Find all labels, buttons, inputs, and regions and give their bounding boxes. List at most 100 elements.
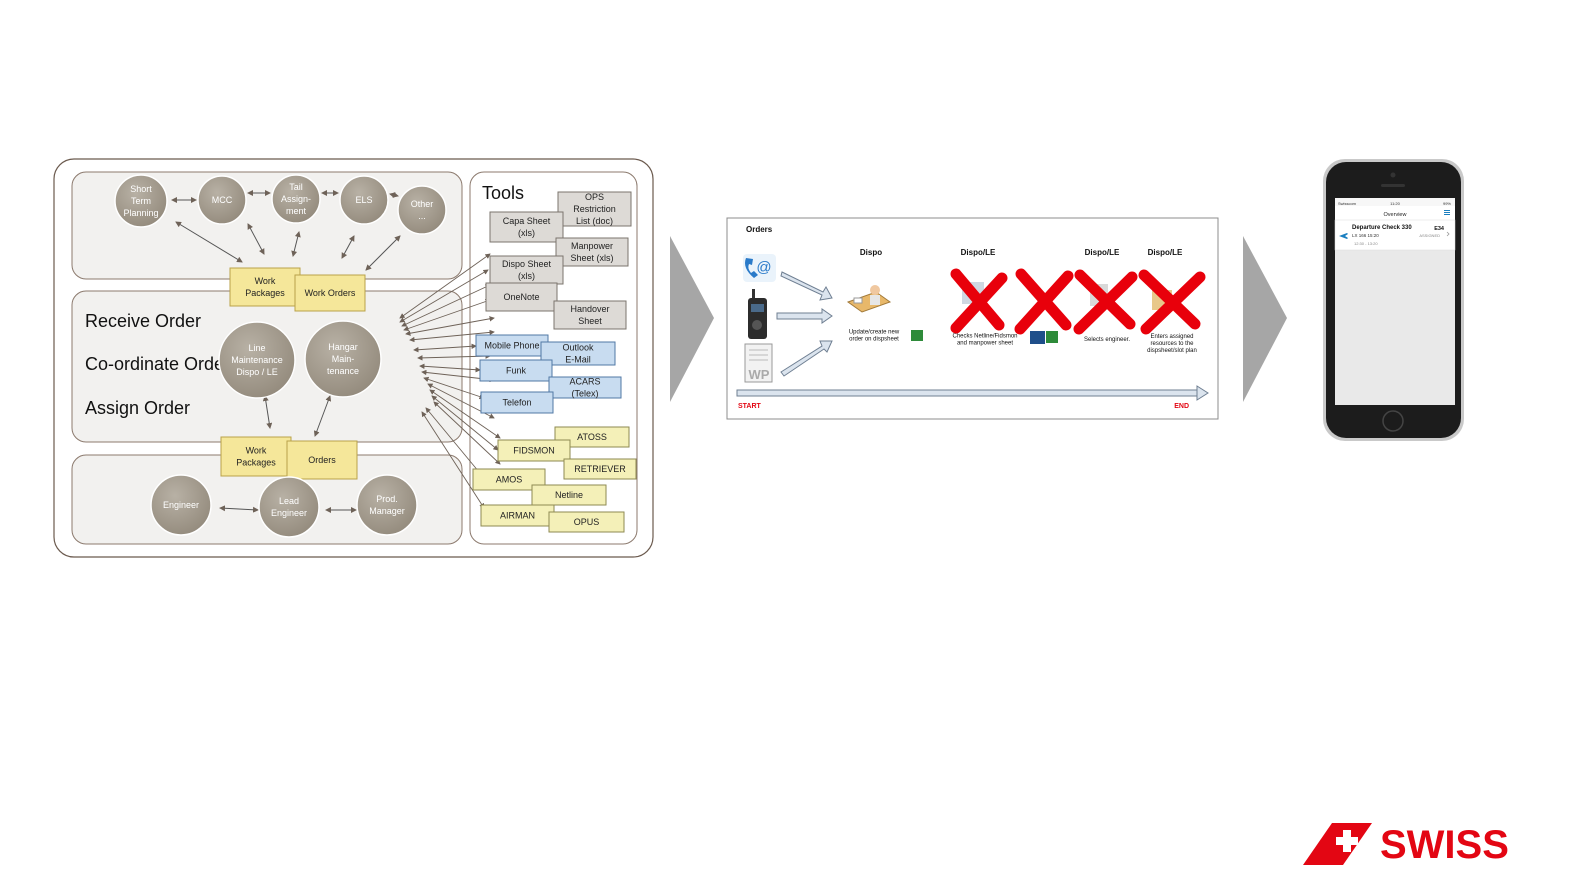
input-arrow-3 xyxy=(780,340,833,377)
tool-yellow-4-label: AMOS xyxy=(496,475,523,485)
tool-gray-3 xyxy=(555,237,629,267)
timeline-start-label: START xyxy=(738,403,762,410)
process-caption-3: Selects engineer. xyxy=(1084,337,1130,343)
tool-yellow-6-label: AIRMAN xyxy=(500,511,535,521)
tool-yellow-3-label: RETRIEVER xyxy=(574,464,626,474)
excel-icon-2 xyxy=(1046,331,1058,343)
tool-yellow-5 xyxy=(531,484,607,506)
mid-circle-2 xyxy=(304,320,382,398)
tool-blue-4-label: ACARS(Telex) xyxy=(569,377,600,399)
status-battery: 99% xyxy=(1443,201,1451,206)
tool-blue-4 xyxy=(548,376,622,399)
role-label-3: Assign Order xyxy=(85,398,190,418)
dispatcher-desk-icon xyxy=(846,285,892,313)
tool-gray-5-label: OneNote xyxy=(503,292,539,302)
tool-gray-2 xyxy=(489,211,564,243)
tool-blue-3 xyxy=(479,359,553,382)
tool-blue-1-label: Mobile Phone xyxy=(484,341,539,351)
plane-icon xyxy=(1339,233,1348,239)
tool-yellow-3 xyxy=(563,458,637,480)
bottom-circle-2 xyxy=(258,476,320,538)
excel-icon-1 xyxy=(911,330,923,341)
bottom-box-2-label: Orders xyxy=(308,455,336,465)
top-circle-5 xyxy=(397,185,447,235)
home-button xyxy=(1382,410,1404,432)
tool-blue-5 xyxy=(480,391,554,414)
flow-chevron-1 xyxy=(670,236,714,402)
status-carrier: Swisscom xyxy=(1338,201,1357,206)
radio-icon xyxy=(748,289,767,339)
top-circle-5-label: Other... xyxy=(411,199,434,221)
bottom-circle-3-label: Prod.Manager xyxy=(369,494,405,516)
cross-mark-4 xyxy=(1138,269,1206,335)
top-circle-1 xyxy=(114,174,168,228)
tool-yellow-2 xyxy=(497,439,571,462)
bottom-circle-1 xyxy=(150,474,212,536)
task-title[interactable]: Departure Check 330 xyxy=(1352,225,1412,231)
input-arrow-2 xyxy=(776,308,833,324)
tool-gray-4-label: Dispo Sheet(xls) xyxy=(502,259,552,281)
tool-yellow-1-label: ATOSS xyxy=(577,432,607,442)
tool-yellow-2-label: FIDSMON xyxy=(513,446,555,456)
flow-chevron-2 xyxy=(1243,236,1287,402)
bottom-circle-3 xyxy=(356,474,418,536)
swiss-wordmark: SWISS xyxy=(1380,823,1509,867)
bottom-box-1 xyxy=(220,436,292,477)
timeline-end-label: END xyxy=(1174,403,1189,410)
smartphone-mockup xyxy=(1323,159,1464,441)
svg-text:@: @ xyxy=(756,259,771,276)
tool-yellow-7 xyxy=(548,511,625,533)
work-package-icon: WP xyxy=(744,343,773,383)
tools-title: Tools xyxy=(482,183,524,203)
cross-mark-2 xyxy=(1014,268,1074,335)
mid-circle-1 xyxy=(218,321,296,399)
tool-blue-5-label: Telefon xyxy=(502,398,531,408)
outlook-icon xyxy=(1030,331,1045,344)
top-circle-4-label: ELS xyxy=(355,195,372,205)
process-column-2: Dispo/LE xyxy=(961,248,996,257)
tool-yellow-1 xyxy=(554,426,630,448)
chevron-right-icon xyxy=(1446,231,1450,237)
top-box-2-label: Work Orders xyxy=(305,288,356,298)
bottom-box-2 xyxy=(286,440,358,480)
role-label-1: Receive Order xyxy=(85,311,201,331)
task-times: 12:30 - 13:20 xyxy=(1354,241,1378,246)
tool-yellow-5-label: Netline xyxy=(555,490,583,500)
input-arrow-1 xyxy=(780,271,833,301)
tool-gray-5 xyxy=(485,282,558,312)
cross-mark-3 xyxy=(1073,269,1138,335)
top-circle-2 xyxy=(197,175,247,225)
tool-yellow-7-label: OPUS xyxy=(574,517,600,527)
svg-text:WP: WP xyxy=(749,367,770,382)
phone-header-title: Overview xyxy=(1384,212,1407,218)
cross-mark-1 xyxy=(950,268,1008,334)
menu-icon[interactable] xyxy=(1444,210,1450,215)
task-flight: LX 166 15:20 xyxy=(1352,233,1379,238)
tool-gray-1 xyxy=(557,191,632,227)
top-box-2 xyxy=(294,274,366,312)
swiss-logo xyxy=(1303,823,1372,865)
top-box-1 xyxy=(229,267,301,307)
phone-mail-icon: @ xyxy=(743,254,776,282)
process-column-1: Dispo xyxy=(860,248,882,257)
tool-gray-2-label: Capa Sheet(xls) xyxy=(503,216,551,238)
top-circle-4 xyxy=(339,175,389,225)
process-title: Orders xyxy=(746,225,773,234)
task-code: E34 xyxy=(1434,226,1445,232)
top-circle-2-label: MCC xyxy=(212,195,233,205)
